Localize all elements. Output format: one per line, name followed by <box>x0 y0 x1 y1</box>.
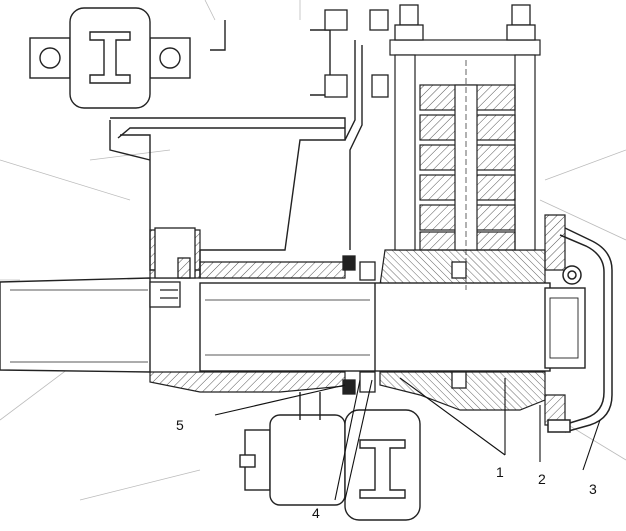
top-left-clamp <box>29 7 191 109</box>
callout-1: 1 <box>496 464 504 480</box>
callout-4: 4 <box>312 505 320 521</box>
callout-2: 2 <box>538 471 546 487</box>
leader-lines <box>214 377 601 501</box>
callout-3: 3 <box>589 481 597 497</box>
callout-5: 5 <box>176 417 184 433</box>
spring-stack <box>389 39 541 290</box>
end-cap <box>547 227 613 433</box>
top-bolts <box>324 4 536 98</box>
bolt-nut-left <box>149 227 196 308</box>
axle <box>199 282 586 372</box>
seal-rings <box>342 255 467 395</box>
shaft <box>0 277 151 373</box>
callouts: 1 2 3 4 5 <box>176 417 597 521</box>
bottom-clamp <box>239 392 421 521</box>
